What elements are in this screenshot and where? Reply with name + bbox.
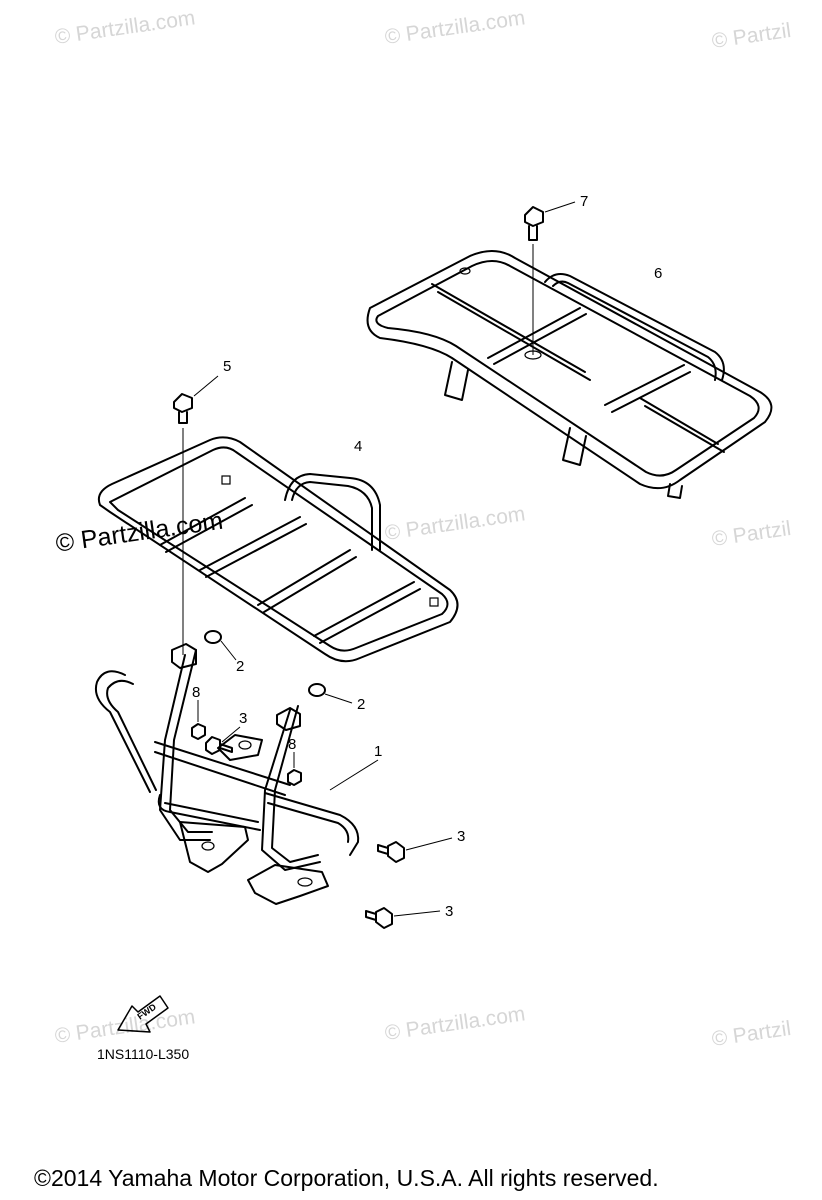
- callout-7: 7: [580, 193, 589, 210]
- callout-2: 2: [357, 696, 366, 713]
- front-guard: [94, 643, 379, 905]
- bolt-8a: [191, 700, 206, 740]
- callout-1: 1: [374, 743, 383, 760]
- fwd-label: FWD: [135, 1001, 158, 1021]
- bolt-3a: [205, 726, 241, 755]
- fwd-arrow-icon: FWD: [117, 995, 169, 1033]
- copyright-notice: ©2014 Yamaha Motor Corporation, U.S.A. A…: [34, 1165, 659, 1191]
- callout-3: 3: [457, 828, 466, 845]
- callout-8: 8: [192, 684, 201, 701]
- callout-3: 3: [445, 903, 454, 920]
- bolt-5: [173, 375, 219, 655]
- bolt-7: [524, 201, 576, 355]
- callout-3: 3: [239, 710, 248, 727]
- rear-carrier: [366, 250, 773, 499]
- diagram-code: 1NS1110-L350: [97, 1046, 190, 1062]
- callout-5: 5: [223, 358, 232, 375]
- callout-8: 8: [288, 736, 297, 753]
- bolt-3c: [365, 907, 441, 929]
- front-carrier: [97, 436, 459, 663]
- bolt-3b: [377, 837, 453, 863]
- bolt-8b: [287, 752, 302, 786]
- callout-2: 2: [236, 658, 245, 675]
- grommet-2b: [308, 683, 353, 704]
- callout-6: 6: [654, 265, 663, 282]
- callout-4: 4: [354, 438, 363, 455]
- grommet-2a: [204, 630, 237, 661]
